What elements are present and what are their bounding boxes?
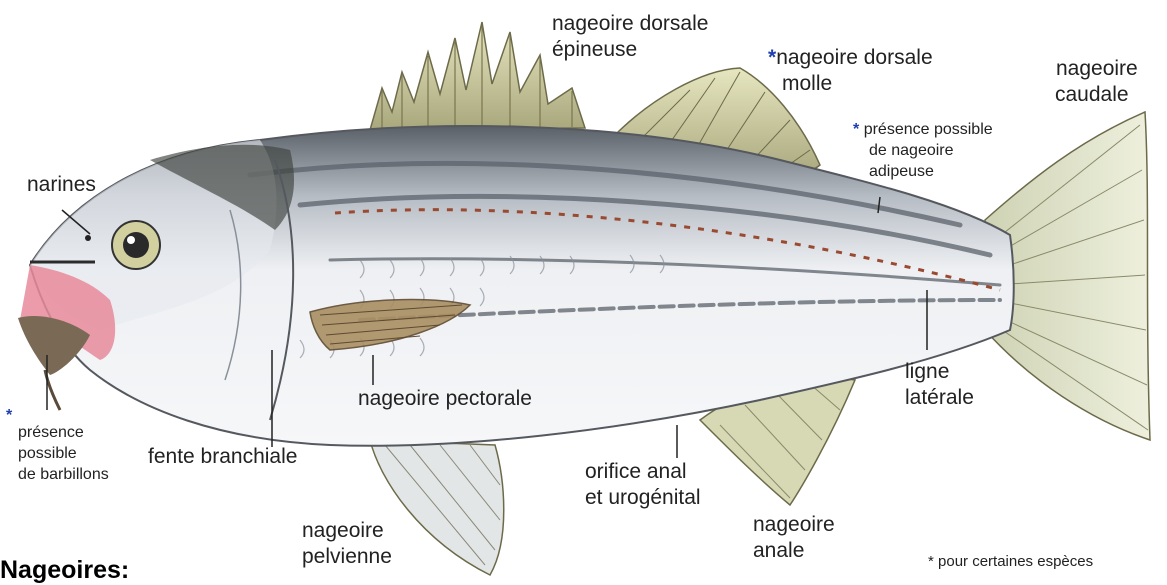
label-dorsal-soft-line2: molle: [768, 71, 933, 97]
label-pectoral: nageoire pectorale: [358, 386, 532, 412]
label-barbels-line1: présence: [6, 422, 109, 443]
label-anal-orifice-line1: orifice anal: [585, 459, 701, 485]
label-lateral-line-line1: ligne: [905, 359, 974, 385]
label-dorsal-soft-star: *: [768, 46, 776, 69]
label-anal-fin-line2: anale: [753, 538, 835, 564]
label-gill-slit: fente branchiale: [148, 444, 297, 470]
label-dorsal-spiny-line1: nageoire dorsale: [552, 11, 708, 37]
label-dorsal-spiny: nageoire dorsale épineuse: [552, 11, 708, 63]
label-anal-fin-line1: nageoire: [753, 512, 835, 538]
footnote: * pour certaines espèces: [928, 553, 1093, 570]
label-adipose-line3: adipeuse: [853, 161, 993, 182]
label-adipose-line2: de nageoire: [853, 140, 993, 161]
label-anal-fin: nageoire anale: [753, 512, 835, 564]
label-pelvic-line1: nageoire: [302, 518, 392, 544]
label-nostrils: narines: [27, 172, 96, 198]
label-pelvic-line2: pelvienne: [302, 544, 392, 570]
label-barbels-star: *: [6, 410, 109, 422]
label-adipose-star: *: [853, 121, 859, 138]
label-pelvic: nageoire pelvienne: [302, 518, 392, 570]
label-dorsal-soft: *nageoire dorsale molle: [768, 45, 933, 97]
section-heading: Nageoires:: [0, 556, 129, 585]
label-dorsal-spiny-line2: épineuse: [552, 37, 708, 63]
label-caudal: nageoire caudale: [1055, 56, 1138, 108]
label-barbels-line2: possible: [6, 443, 109, 464]
label-anal-orifice: orifice anal et urogénital: [585, 459, 701, 511]
label-lateral-line-line2: latérale: [905, 385, 974, 411]
label-anal-orifice-line2: et urogénital: [585, 485, 701, 511]
label-adipose: * présence possible de nageoire adipeuse: [853, 119, 993, 182]
label-lateral-line: ligne latérale: [905, 359, 974, 411]
label-caudal-line2: caudale: [1055, 82, 1138, 108]
label-barbels-line3: de barbillons: [6, 464, 109, 485]
label-barbels: * présence possible de barbillons: [6, 410, 109, 485]
label-dorsal-soft-line1: nageoire dorsale: [776, 46, 932, 69]
label-adipose-line1: présence possible: [864, 121, 993, 138]
label-caudal-line1: nageoire: [1055, 56, 1138, 82]
